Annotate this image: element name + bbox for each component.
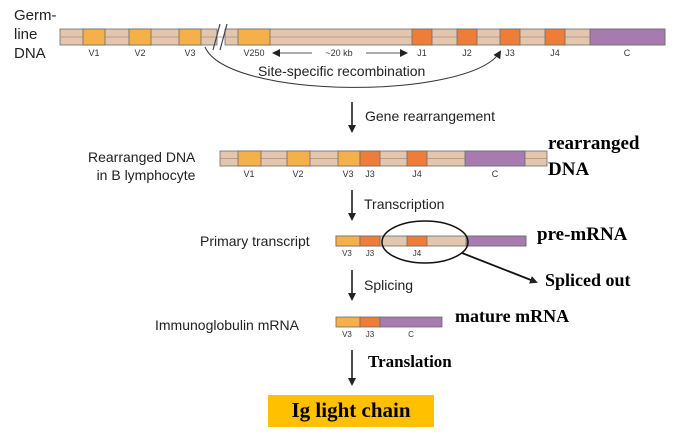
primary-j3 (359, 235, 381, 247)
germline-label-line-3: DNA (14, 45, 46, 62)
germline-segment-labels: V1 V2 V3 V250 J1 J2 J3 J4 C ~20 kb (88, 48, 630, 58)
rearranged-j4 (406, 150, 428, 167)
mature-mrna-strand (335, 316, 443, 328)
transcription-step: Transcription (364, 196, 445, 212)
germline-v1 (82, 28, 106, 46)
mrna-label-j3: J3 (366, 330, 375, 339)
mrna-label-v3: V3 (342, 330, 352, 339)
germline-label-v2: V2 (134, 48, 145, 58)
mrna-c (379, 316, 443, 328)
rearranged-dna-annotation: rearranged DNA (548, 131, 639, 183)
germline-label-j2: J2 (462, 48, 472, 58)
translation-step: Translation (368, 352, 452, 371)
rearranged-label-v2: V2 (292, 169, 303, 179)
primary-v3 (335, 235, 361, 247)
distance-label: ~20 kb (325, 48, 352, 58)
germline-j4 (544, 28, 566, 46)
germline-v3 (178, 28, 202, 46)
primary-c (465, 235, 527, 247)
ig-light-chain-box: Ig light chain (268, 395, 434, 427)
rearranged-annotation-line-2: DNA (548, 159, 590, 180)
rearranged-label-c: C (492, 169, 499, 179)
rearranged-dna-strand (219, 150, 548, 167)
rearranged-annotation-line-1: rearranged (548, 133, 640, 154)
germline-label-c: C (624, 48, 631, 58)
germline-j3 (499, 28, 521, 46)
mrna-label-c: C (408, 330, 414, 339)
mrna-v3 (335, 316, 361, 328)
spliced-out-pointer (461, 252, 538, 284)
break-mark-2 (219, 23, 228, 51)
germline-label-j4: J4 (550, 48, 560, 58)
germline-v2 (128, 28, 152, 46)
mature-mrna-annotation: mature mRNA (455, 306, 570, 326)
primary-j4 (406, 235, 428, 247)
germline-label-j1: J1 (417, 48, 427, 58)
germline-label-line-1: Germ- (14, 7, 57, 24)
primary-segment-labels: V3 J3 J4 (342, 249, 422, 258)
rearranged-v1 (237, 150, 262, 167)
rearranged-j3 (359, 150, 381, 167)
rearranged-segment-labels: V1 V2 V3 J3 J4 C (243, 169, 498, 179)
gene-rearrangement-step: Gene rearrangement (365, 108, 495, 124)
rearranged-dna-label: Rearranged DNA in B lymphocyte (88, 148, 195, 184)
rearranged-label-v1: V1 (243, 169, 254, 179)
germline-j1 (411, 28, 433, 46)
germline-label-line-2: line (14, 26, 38, 43)
rearranged-v3 (337, 150, 361, 167)
rearranged-label-line-1: Rearranged DNA (88, 149, 196, 165)
spliced-out-annotation: Spliced out (545, 270, 631, 290)
splicing-step: Splicing (364, 277, 414, 293)
germline-label-v1: V1 (88, 48, 99, 58)
rearranged-label-j4: J4 (412, 169, 422, 179)
rearranged-label-j3: J3 (365, 169, 375, 179)
recombination-label: Site-specific recombination (258, 63, 426, 79)
spliced-region-ellipse (381, 220, 469, 264)
germline-label-v250: V250 (243, 48, 264, 58)
primary-transcript-strand (335, 235, 527, 247)
break-mark-1 (212, 23, 221, 51)
germline-c (589, 28, 666, 46)
immunoglobulin-mrna-label: Immunoglobulin mRNA (155, 317, 299, 333)
rearranged-c (464, 150, 526, 167)
germline-j2 (456, 28, 478, 46)
pre-mrna-annotation: pre-mRNA (537, 224, 628, 245)
ig-light-chain-label: Ig light chain (291, 398, 411, 422)
primary-label-j3: J3 (366, 249, 375, 258)
rearranged-label-v3: V3 (342, 169, 353, 179)
germline-label-v3: V3 (184, 48, 195, 58)
germline-dna-label: Germ- line DNA (14, 6, 57, 63)
mrna-j3 (359, 316, 381, 328)
recombination-arc (204, 46, 502, 88)
rearranged-v2 (286, 150, 311, 167)
primary-label-j4: J4 (413, 249, 422, 258)
rearranged-label-line-2: in B lymphocyte (96, 167, 196, 183)
primary-label-v3: V3 (342, 249, 352, 258)
primary-transcript-label: Primary transcript (200, 233, 310, 249)
germline-label-j3: J3 (505, 48, 515, 58)
germline-v250 (237, 28, 271, 46)
germline-dna-strand (59, 23, 666, 51)
mrna-segment-labels: V3 J3 C (342, 330, 414, 339)
